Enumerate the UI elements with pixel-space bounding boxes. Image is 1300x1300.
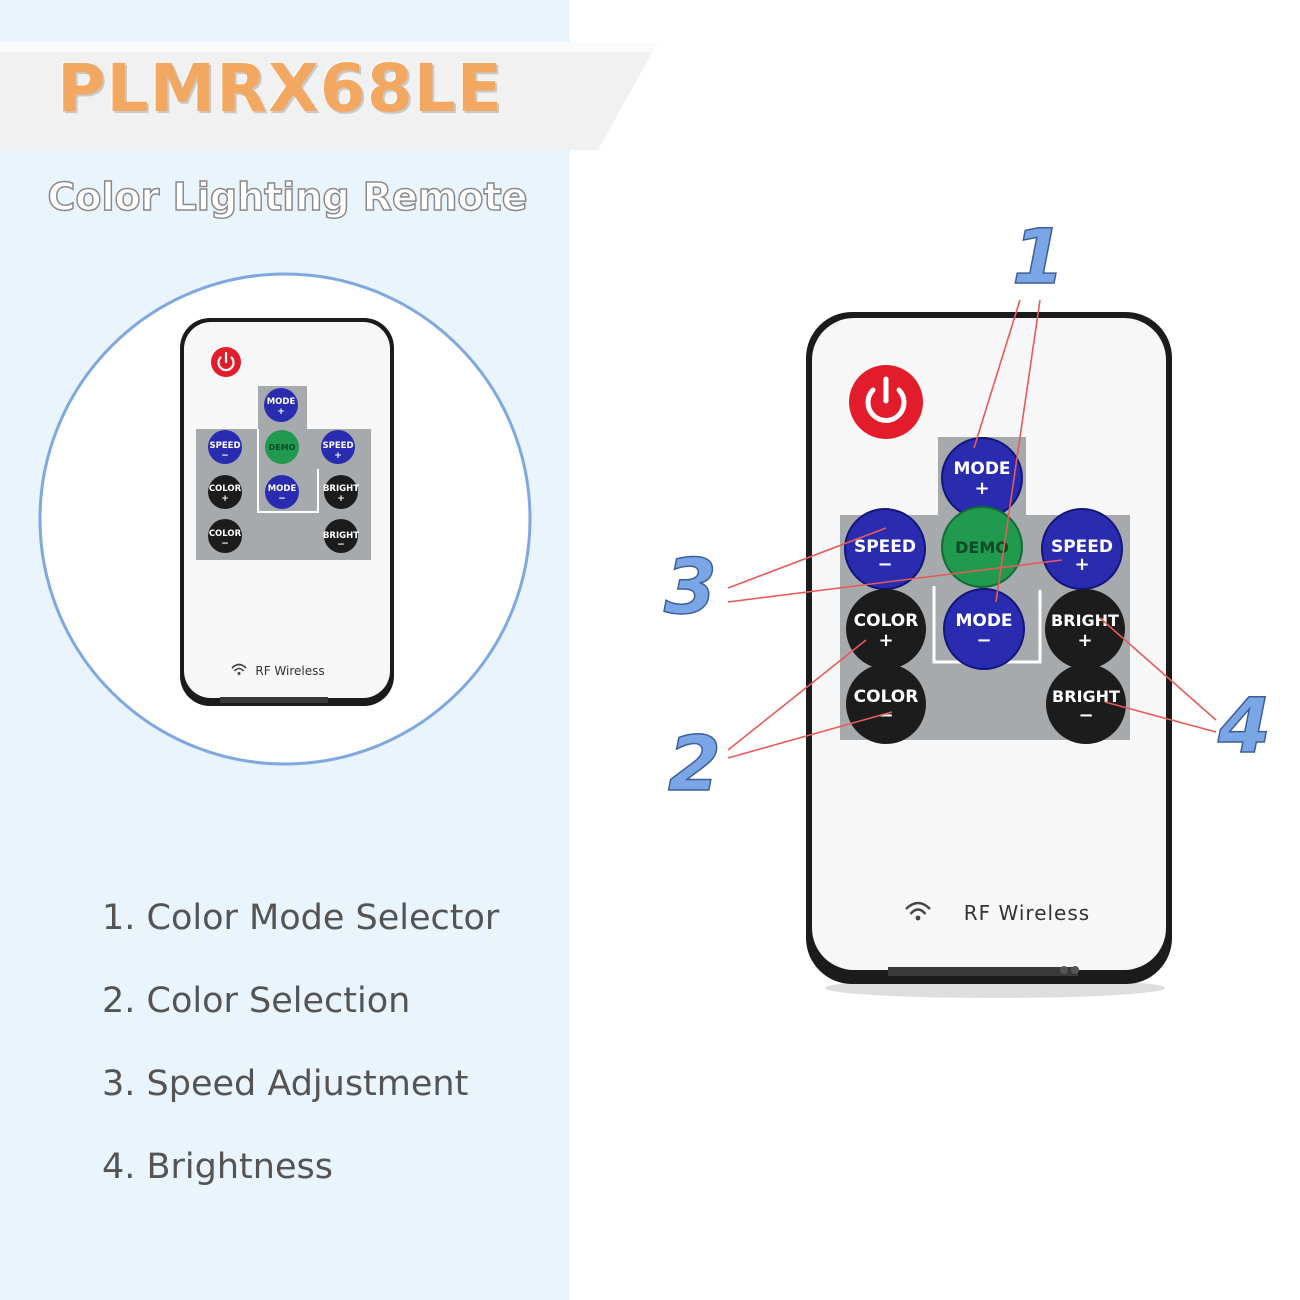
mode-minus-button[interactable]: MODE − bbox=[943, 588, 1025, 670]
small-bright-plus bbox=[324, 475, 358, 509]
small-speed-minus bbox=[208, 430, 242, 464]
svg-text:DEMO: DEMO bbox=[269, 443, 296, 452]
speed-plus-button[interactable]: SPEED + bbox=[1041, 508, 1123, 590]
small-color-minus bbox=[208, 519, 242, 553]
feature-list: 1. Color Mode Selector 2. Color Selectio… bbox=[102, 890, 499, 1222]
small-remote-figure: MODE+ SPEED− DEMO SPEED+ MODE− COLOR+ BR… bbox=[38, 272, 532, 766]
small-power-button bbox=[211, 347, 241, 377]
leader-lines bbox=[727, 299, 1217, 759]
svg-text:−: − bbox=[221, 451, 229, 461]
svg-text:+: + bbox=[1077, 630, 1092, 651]
svg-text:+: + bbox=[878, 630, 893, 651]
svg-text:−: − bbox=[278, 494, 286, 504]
feature-item: 1. Color Mode Selector bbox=[102, 898, 500, 938]
svg-text:+: + bbox=[334, 451, 342, 461]
svg-text:MODE: MODE bbox=[953, 459, 1010, 479]
power-icon bbox=[865, 376, 907, 423]
svg-text:SPEED: SPEED bbox=[1051, 537, 1113, 557]
svg-text:COLOR: COLOR bbox=[209, 484, 242, 494]
feature-item: 2. Color Selection bbox=[102, 981, 411, 1021]
small-keypad-panel bbox=[196, 386, 371, 560]
svg-text:−: − bbox=[221, 539, 229, 549]
svg-text:COLOR: COLOR bbox=[209, 529, 242, 539]
svg-text:−: − bbox=[1078, 705, 1093, 726]
svg-text:SPEED: SPEED bbox=[854, 537, 916, 557]
product-subtitle: Color Lighting Remote bbox=[47, 174, 528, 220]
svg-text:SPEED: SPEED bbox=[209, 441, 240, 451]
small-bright-minus bbox=[324, 519, 358, 553]
demo-button[interactable]: DEMO bbox=[941, 506, 1023, 588]
speed-minus-button[interactable]: SPEED − bbox=[844, 508, 926, 590]
callout-4: 4 bbox=[1217, 681, 1271, 770]
small-rf-label: RF Wireless bbox=[255, 664, 324, 678]
svg-text:+: + bbox=[337, 494, 345, 504]
svg-text:+: + bbox=[974, 478, 989, 499]
small-wifi-icon bbox=[231, 663, 247, 675]
svg-text:MODE: MODE bbox=[267, 397, 296, 407]
title-banner bbox=[0, 42, 658, 150]
feature-item: 3. Speed Adjustment bbox=[102, 1064, 469, 1104]
svg-text:BRIGHT: BRIGHT bbox=[1052, 687, 1120, 706]
rf-wireless-label: RF Wireless bbox=[964, 901, 1090, 925]
bright-minus-button[interactable]: BRIGHT − bbox=[1046, 664, 1126, 744]
callout-2: 2 bbox=[668, 719, 721, 808]
small-mode-minus bbox=[265, 475, 299, 509]
color-minus-button[interactable]: COLOR − bbox=[846, 664, 926, 744]
svg-text:COLOR: COLOR bbox=[854, 611, 919, 631]
power-icon bbox=[217, 351, 235, 372]
large-remote-slot bbox=[888, 967, 1078, 976]
small-speed-plus bbox=[321, 430, 355, 464]
small-demo bbox=[265, 430, 299, 464]
wifi-icon bbox=[905, 901, 931, 921]
small-color-plus bbox=[208, 475, 242, 509]
large-remote-figure: MODE + SPEED − DEMO SPEED + MODE − COLOR… bbox=[663, 211, 1272, 998]
svg-text:+: + bbox=[221, 494, 229, 504]
svg-text:+: + bbox=[277, 407, 285, 417]
svg-text:COLOR: COLOR bbox=[854, 687, 919, 707]
feature-item: 4. Brightness bbox=[102, 1147, 333, 1187]
product-title: PLMRX68LE bbox=[57, 50, 503, 127]
svg-text:MODE: MODE bbox=[268, 484, 297, 494]
svg-text:SPEED: SPEED bbox=[322, 441, 353, 451]
callout-1: 1 bbox=[1012, 212, 1065, 301]
small-mode-plus bbox=[264, 388, 298, 422]
small-remote-slot bbox=[220, 697, 328, 703]
color-plus-button[interactable]: COLOR + bbox=[846, 589, 926, 669]
svg-text:MODE: MODE bbox=[955, 611, 1012, 631]
power-button[interactable] bbox=[849, 365, 923, 439]
svg-text:−: − bbox=[976, 630, 991, 651]
svg-text:BRIGHT: BRIGHT bbox=[323, 484, 359, 494]
callout-3: 3 bbox=[664, 542, 717, 631]
svg-text:−: − bbox=[878, 705, 893, 726]
bright-plus-button[interactable]: BRIGHT + bbox=[1045, 589, 1125, 669]
svg-text:BRIGHT: BRIGHT bbox=[323, 531, 359, 541]
svg-text:DEMO: DEMO bbox=[955, 538, 1009, 557]
svg-text:−: − bbox=[877, 554, 892, 575]
svg-text:−: − bbox=[337, 540, 345, 550]
svg-text:BRIGHT: BRIGHT bbox=[1051, 611, 1119, 630]
svg-text:+: + bbox=[1074, 554, 1089, 575]
